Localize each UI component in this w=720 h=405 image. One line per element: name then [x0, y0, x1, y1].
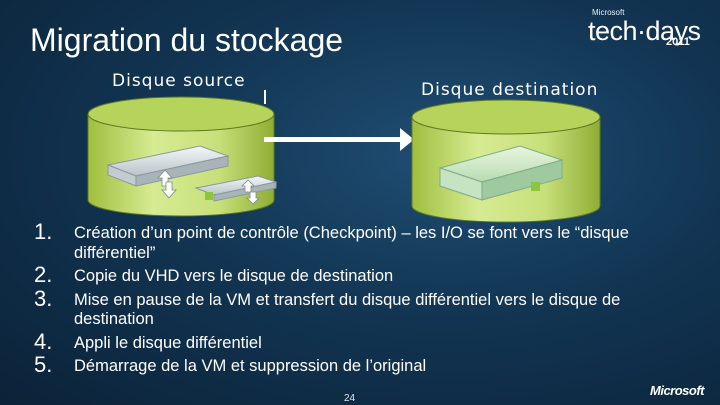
step-text: Appli le disque différentiel	[74, 334, 262, 352]
page-number: 24	[344, 393, 355, 404]
step-number: 4.	[34, 332, 52, 352]
step-text: Copie du VHD vers le disque de destinati…	[74, 267, 393, 285]
migration-arrow	[264, 90, 414, 151]
migration-diagram	[0, 0, 720, 230]
step-number: 3.	[34, 289, 52, 309]
step-item: 2. Copie du VHD vers le disque de destin…	[34, 267, 704, 287]
step-item: 3. Mise en pause de la VM et transfert d…	[34, 291, 704, 330]
step-number: 2.	[34, 265, 52, 285]
microsoft-logo: Microsoft	[650, 383, 704, 398]
step-item: 5. Démarrage de la VM et suppression de …	[34, 357, 704, 377]
steps-list: 1. Création d’un point de contrôle (Chec…	[34, 224, 704, 381]
step-item: 4. Appli le disque différentiel	[34, 334, 704, 354]
step-number: 1.	[34, 222, 52, 242]
step-text: Démarrage de la VM et suppression de l’o…	[74, 357, 426, 375]
step-text: Création d’un point de contrôle (Checkpo…	[74, 224, 629, 262]
destination-disk-label: Disque destination	[421, 80, 598, 100]
step-item: 1. Création d’un point de contrôle (Chec…	[34, 224, 704, 263]
step-text: Mise en pause de la VM et transfert du d…	[74, 291, 620, 329]
step-number: 5.	[34, 355, 52, 375]
source-disk-label: Disque source	[112, 71, 246, 91]
